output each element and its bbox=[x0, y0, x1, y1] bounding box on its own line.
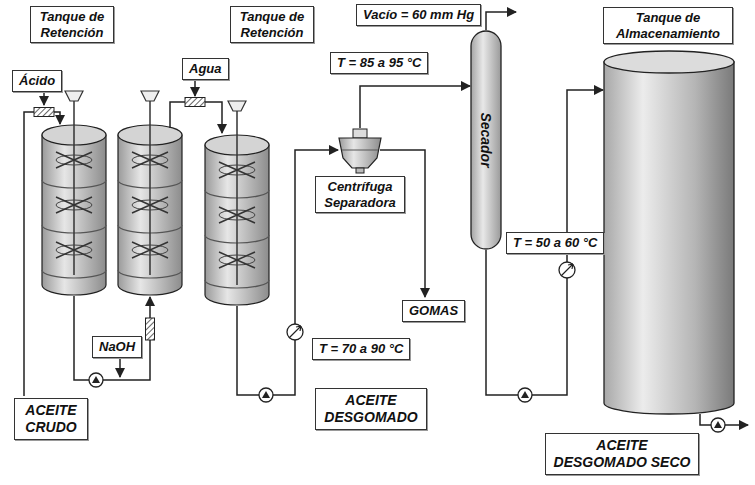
label-box: NaOH bbox=[92, 336, 142, 358]
label-text: Agua bbox=[189, 61, 222, 77]
retention-tank bbox=[42, 91, 106, 295]
label-text: Ácido bbox=[19, 73, 55, 89]
centrifuge-separator: Centrífuga Separadora bbox=[315, 128, 405, 213]
pipe-connector bbox=[486, 90, 603, 395]
label-box: Ácido bbox=[12, 70, 62, 92]
illustration-use bbox=[287, 324, 303, 340]
label-text: Tanque de Retención bbox=[37, 9, 107, 40]
illustration-rect bbox=[34, 108, 54, 117]
label-text: Tanque de Almacenamiento bbox=[603, 7, 733, 44]
illustration-path bbox=[486, 12, 516, 30]
label-text: T = 85 a 95 °C bbox=[337, 55, 421, 71]
label-text: Vacío = 60 mm Hg bbox=[363, 7, 474, 23]
illustration-path bbox=[43, 92, 45, 105]
heat-exchanger bbox=[287, 262, 575, 340]
illustration-path bbox=[119, 358, 121, 377]
illustration-path bbox=[380, 150, 425, 297]
label-box: Tanque de Retención bbox=[230, 6, 314, 43]
illustration-path bbox=[24, 112, 60, 396]
label-box: ACEITE CRUDO bbox=[14, 398, 88, 440]
label-text: ACEITE CRUDO bbox=[21, 402, 81, 436]
illustration-path bbox=[74, 296, 150, 380]
illustration-use bbox=[711, 418, 725, 432]
label-box: T = 70 a 90 °C bbox=[312, 338, 410, 360]
illustration-use bbox=[559, 262, 575, 278]
illustration-use bbox=[518, 388, 532, 402]
label-text: T = 70 a 90 °C bbox=[319, 341, 403, 357]
label-text: Centrífuga Separadora bbox=[315, 176, 405, 213]
illustration-use bbox=[89, 373, 103, 387]
static-mixer bbox=[34, 98, 205, 341]
label-box: GOMAS bbox=[402, 300, 465, 322]
label-text: GOMAS bbox=[409, 303, 458, 319]
illustration-path bbox=[194, 80, 196, 96]
centrifuge-drawing bbox=[315, 128, 405, 174]
storage-tank: Tanque de Almacenamiento bbox=[603, 50, 735, 415]
label-box: ACEITE DESGOMADO SECO bbox=[545, 433, 699, 475]
illustration-use bbox=[259, 388, 273, 402]
tank-drawing bbox=[603, 50, 735, 415]
dryer-vessel: Secador bbox=[470, 30, 502, 250]
illustration-rect bbox=[185, 98, 205, 107]
reaction-tank bbox=[118, 91, 182, 295]
label-box: ACEITE DESGOMADO bbox=[315, 388, 427, 430]
label-text: Secador bbox=[478, 112, 494, 167]
label-text: ACEITE DESGOMADO SECO bbox=[552, 437, 692, 471]
pipe-lines bbox=[24, 12, 748, 425]
label-box: Agua bbox=[182, 58, 229, 80]
pipe-connector bbox=[360, 86, 470, 128]
label-text: T = 50 a 60 °C bbox=[513, 235, 597, 251]
label-box: Tanque de Retención bbox=[30, 6, 114, 43]
label-box: T = 85 a 95 °C bbox=[330, 52, 428, 74]
label-text: Tanque de Retención bbox=[237, 9, 307, 40]
illustration-rect bbox=[146, 318, 155, 340]
label-text: ACEITE DESGOMADO bbox=[322, 392, 420, 426]
label-box: T = 50 a 60 °C bbox=[506, 232, 604, 254]
retention-tank bbox=[205, 101, 269, 305]
label-box: Vacío = 60 mm Hg bbox=[356, 4, 481, 26]
label-text: NaOH bbox=[99, 339, 135, 355]
